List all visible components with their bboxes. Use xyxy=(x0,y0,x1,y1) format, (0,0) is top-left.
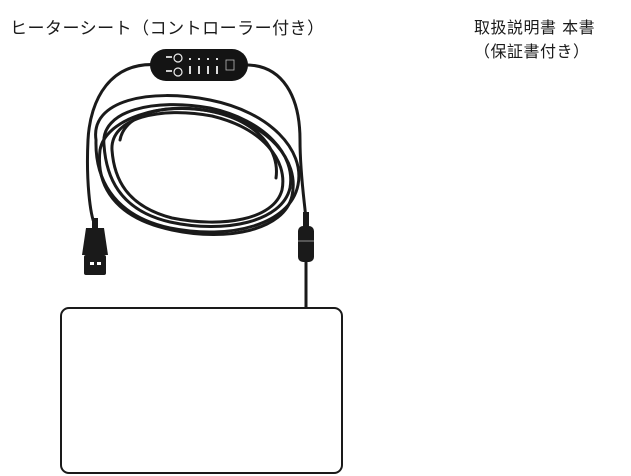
heater-sheet-icon xyxy=(60,307,343,474)
manual-label-line1: 取扱説明書 本書 xyxy=(474,18,596,37)
inline-connector-icon xyxy=(298,212,314,262)
controller-icon[interactable] xyxy=(150,49,248,81)
manual-label-line2: （保証書付き） xyxy=(474,42,590,61)
cable-coil xyxy=(85,63,308,236)
usb-plug-icon xyxy=(82,218,108,275)
heater-sheet-label: ヒーターシート（コントローラー付き） xyxy=(10,19,325,39)
manual-label: 取扱説明書 本書 （保証書付き） xyxy=(474,16,595,64)
